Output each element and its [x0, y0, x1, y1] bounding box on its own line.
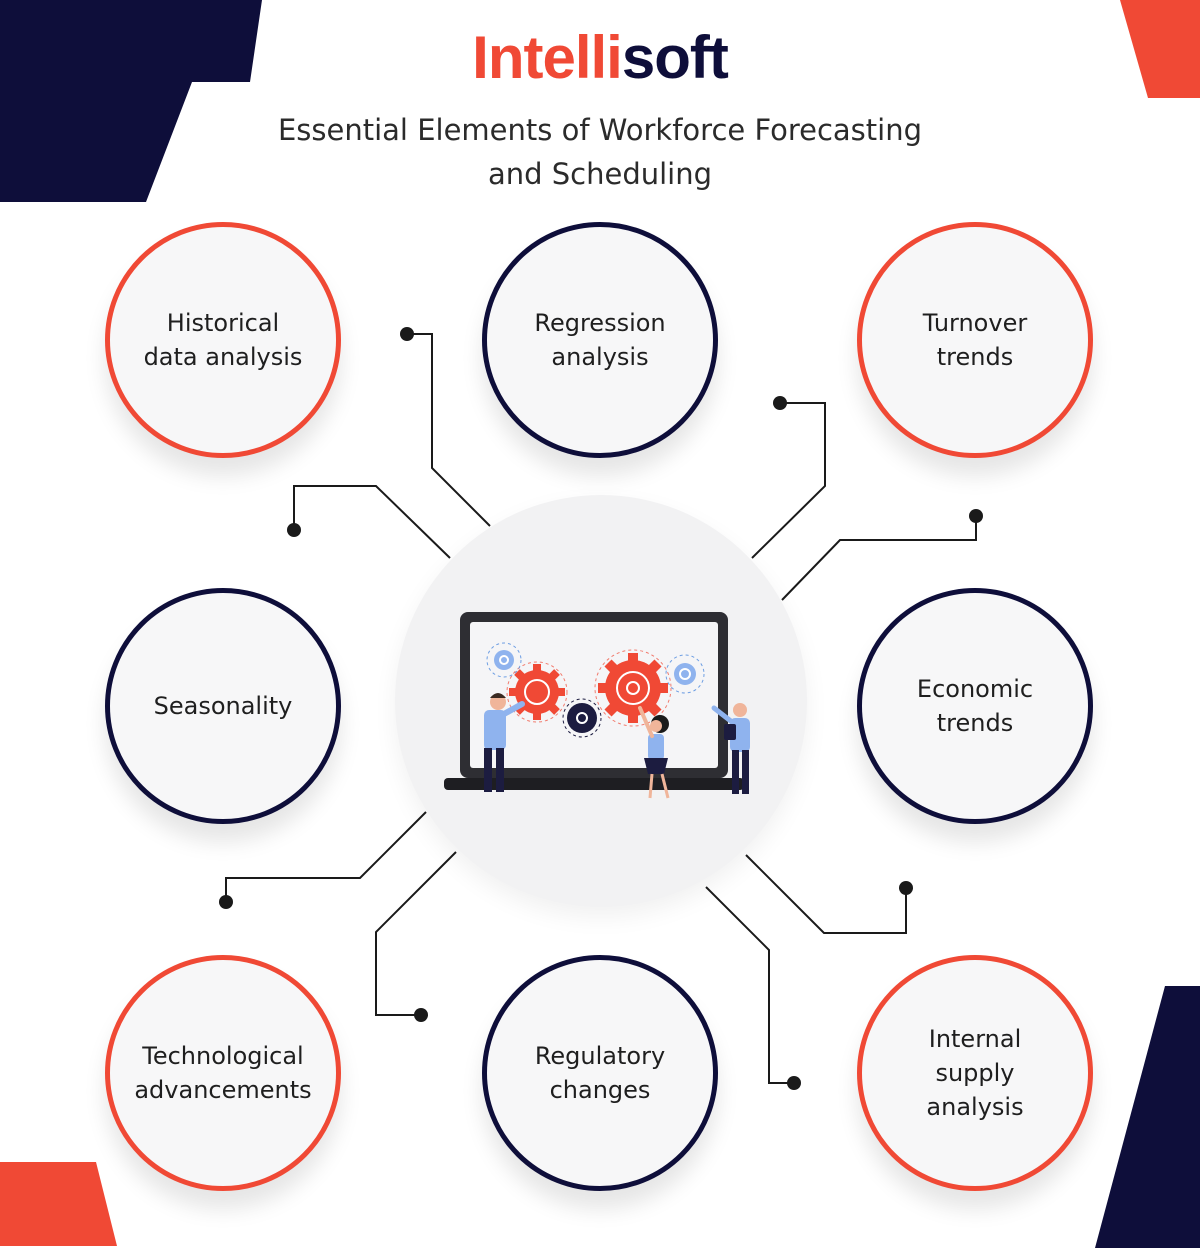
- node-regulatory-changes: Regulatory changes: [482, 955, 718, 1191]
- node-label: Regression analysis: [534, 309, 666, 371]
- brand-logo-part1: Intelli: [472, 24, 623, 91]
- node-label: Technological advancements: [134, 1042, 312, 1104]
- node-technological-advancements: Technological advancements: [105, 955, 341, 1191]
- node-label: Turnover trends: [922, 309, 1028, 371]
- node-economic-trends: Economic trends: [857, 588, 1093, 824]
- connector-technological: [225, 811, 427, 902]
- connector-seasonality: [293, 485, 451, 559]
- connector-historical: [407, 333, 491, 527]
- page-title-line1: Essential Elements of Workforce Forecast…: [277, 113, 923, 147]
- brand-logo-part2: soft: [621, 24, 729, 91]
- connector-economic: [745, 854, 907, 934]
- corner-shape-bottom-left: [0, 1162, 117, 1246]
- corner-shape-bottom-right: [1095, 986, 1200, 1248]
- node-regression-analysis: Regression analysis: [482, 222, 718, 458]
- connector-dot: [773, 396, 787, 410]
- node-internal-supply-analysis: Internal supply analysis: [857, 955, 1093, 1191]
- node-turnover-trends: Turnover trends: [857, 222, 1093, 458]
- connector-dot: [787, 1076, 801, 1090]
- page-title-line2: and Scheduling: [487, 157, 713, 191]
- node-label: Internal supply analysis: [926, 1025, 1024, 1121]
- connector-dot: [414, 1008, 428, 1022]
- node-seasonality: Seasonality: [105, 588, 341, 824]
- connector-regression: [751, 402, 826, 559]
- corner-shape-top-right: [1120, 0, 1200, 98]
- connector-dot: [287, 523, 301, 537]
- node-historical-data-analysis: Historical data analysis: [105, 222, 341, 458]
- node-label: Seasonality: [153, 692, 293, 720]
- page-title: Essential Elements of Workforce Forecast…: [200, 108, 1000, 196]
- connector-turnover: [781, 516, 977, 601]
- connector-dot: [219, 895, 233, 909]
- brand-logo: Intellisoft: [0, 22, 1200, 94]
- connector-regulatory: [375, 851, 457, 1016]
- corner-shape-top-left: [0, 0, 262, 202]
- connector-internal: [705, 886, 794, 1084]
- connector-dot: [899, 881, 913, 895]
- connector-dot: [400, 327, 414, 341]
- node-label: Economic trends: [916, 675, 1034, 737]
- node-label: Regulatory changes: [534, 1042, 666, 1104]
- node-label: Historical data analysis: [143, 309, 303, 371]
- connector-dot: [969, 509, 983, 523]
- laptop-gears-illustration: [444, 612, 750, 799]
